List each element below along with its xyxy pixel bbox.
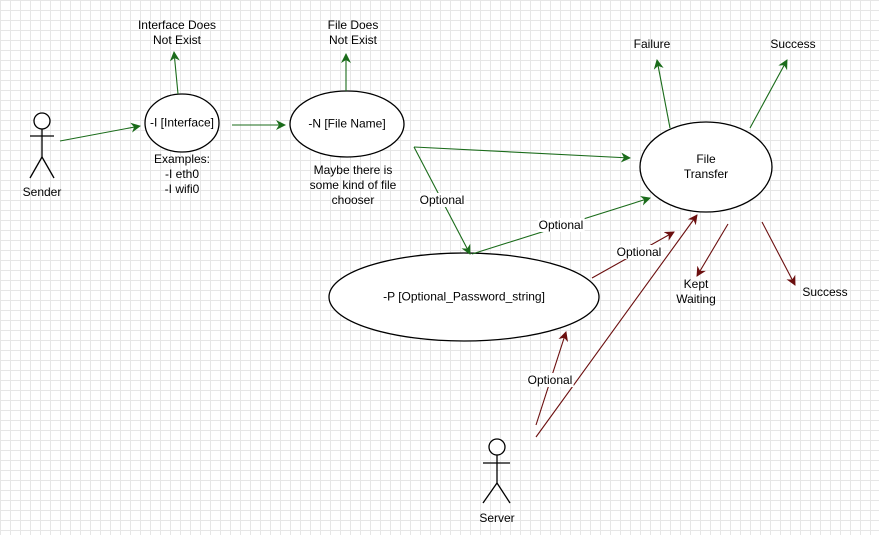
edge-transfer-to-success-top: [749, 59, 788, 129]
edge-transfer-to-success-bottom: [761, 221, 796, 286]
failure-label: Failure: [633, 37, 671, 51]
file-transfer-node-label: File Transfer: [683, 152, 729, 181]
server-actor: [482, 438, 511, 504]
edge-transfer-to-kept-waiting: [696, 223, 729, 277]
file-transfer-node: [639, 121, 773, 213]
edge-server-to-transfer: [535, 214, 698, 438]
sender-actor: [29, 112, 55, 179]
interface-not-exist-label: Interface Does Not Exist: [137, 18, 217, 47]
kept-waiting-label: Kept Waiting: [676, 277, 716, 306]
optional-label-password-transfer-red: Optional: [615, 245, 663, 259]
file-not-exist-label: File Does Not Exist: [327, 18, 379, 47]
optional-label-server-password: Optional: [526, 373, 574, 387]
file-name-node-label: -N [File Name]: [308, 116, 386, 131]
success-bottom-label: Success: [802, 285, 848, 299]
sender-label: Sender: [22, 185, 62, 199]
edge-sender-to-interface: [59, 122, 141, 142]
interface-node-label: -I [Interface]: [149, 115, 215, 130]
success-top-label: Success: [770, 37, 816, 51]
optional-label-password-transfer: Optional: [537, 218, 585, 232]
edge-filename-to-transfer: [413, 146, 631, 163]
server-label: Server: [479, 511, 515, 525]
file-name-node: [289, 90, 405, 158]
optional-label-filename-password: Optional: [418, 193, 466, 207]
interface-node: [144, 93, 220, 153]
edge-transfer-to-failure: [653, 59, 671, 129]
password-node-label: -P [Optional_Password_string]: [383, 289, 545, 304]
file-chooser-label: Maybe there is some kind of file chooser: [309, 163, 397, 207]
examples-label: Examples: -I eth0 -I wifi0: [153, 152, 211, 196]
edge-interface-to-not-exist: [169, 51, 180, 95]
